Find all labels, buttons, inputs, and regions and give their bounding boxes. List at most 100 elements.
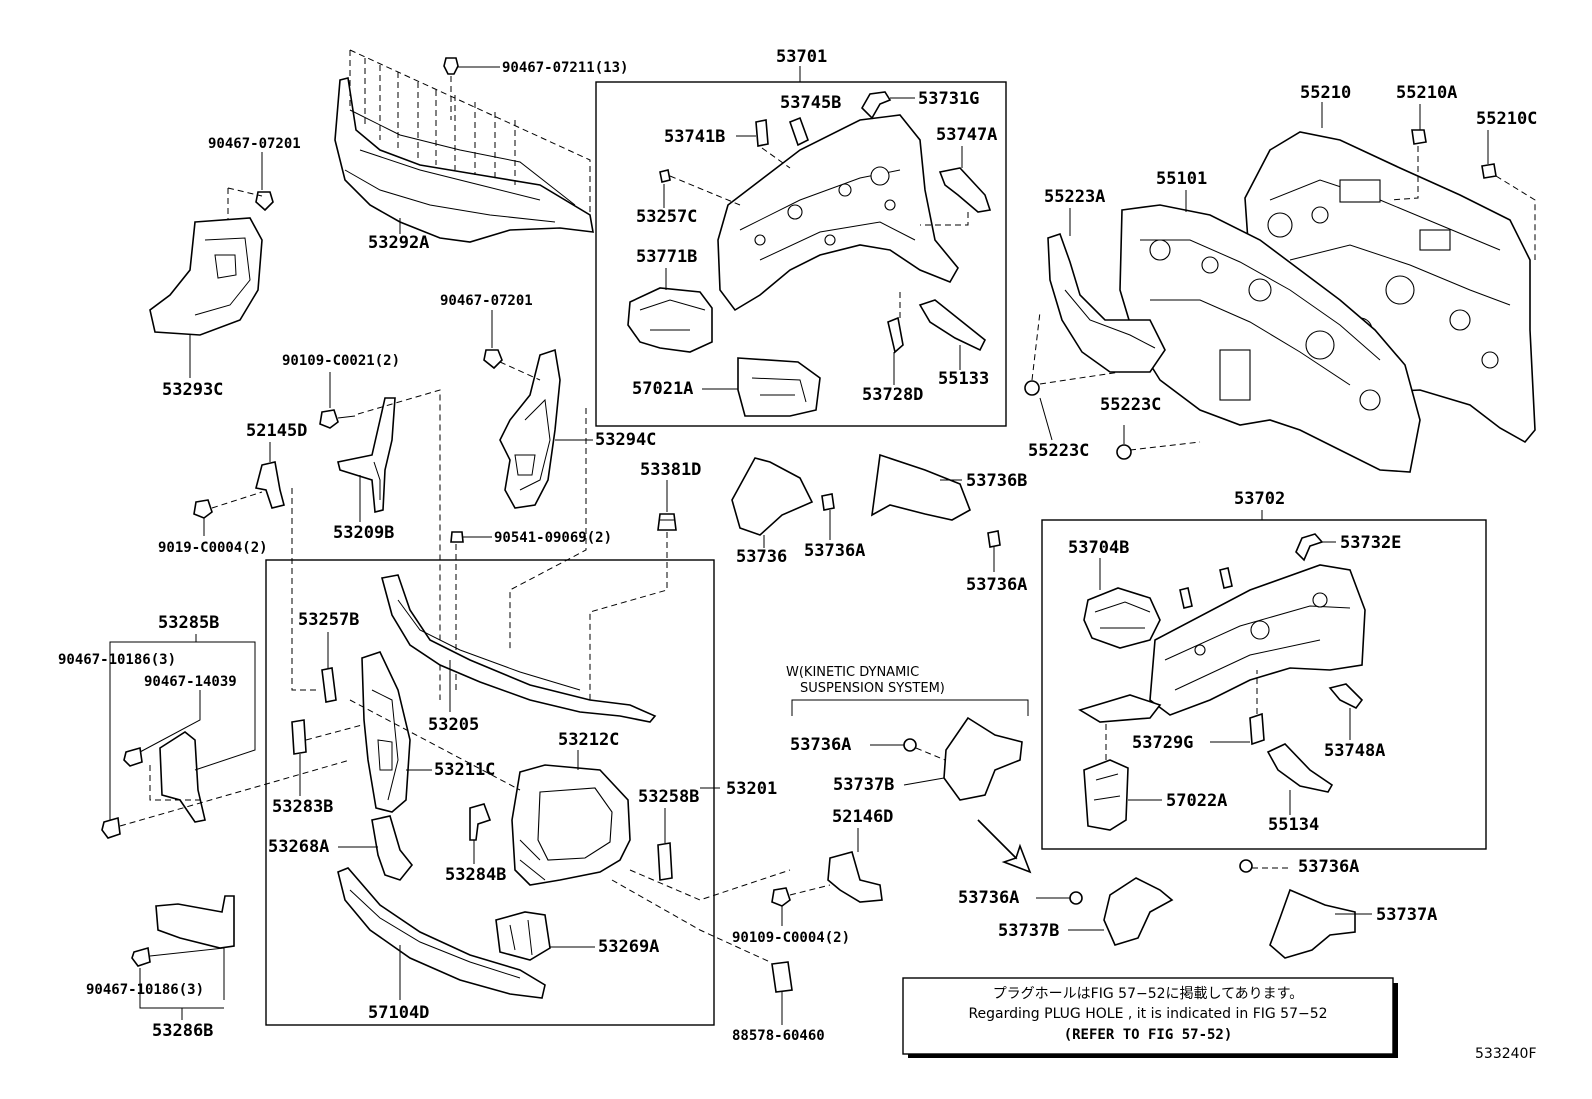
part-53284B <box>469 803 492 841</box>
part-55133 <box>918 299 987 370</box>
clip-55210C <box>1481 163 1497 179</box>
dashed-guide-55223C-b <box>1129 441 1201 451</box>
label-53704B: 53704B <box>1068 538 1129 558</box>
label-53737B-1: 53737B <box>833 775 894 795</box>
label-53736: 53736 <box>736 547 787 567</box>
dashed-guide-53747A <box>920 212 969 226</box>
label-52146D: 52146D <box>832 807 893 827</box>
label-53285B: 53285B <box>158 613 219 633</box>
label-53205: 53205 <box>428 715 479 735</box>
label-53283B: 53283B <box>272 797 333 817</box>
label-90467-07201-b: 90467-07201 <box>440 293 533 309</box>
label-90467-07201-a: 90467-07201 <box>208 136 301 152</box>
part-53209B <box>337 397 396 514</box>
part-53381D <box>589 480 677 700</box>
label-53737A: 53737A <box>1376 905 1437 925</box>
part-53729G <box>1210 670 1265 746</box>
part-53732E <box>1295 533 1336 562</box>
part-53294C <box>499 348 561 509</box>
part-57022A <box>1083 720 1162 831</box>
label-53701: 53701 <box>776 47 827 67</box>
part-53736A-3 <box>870 738 946 761</box>
bolt-90467-07211 <box>443 57 500 120</box>
part-53702-apron <box>1078 564 1366 723</box>
label-53736A-3: 53736A <box>790 735 851 755</box>
part-53748A <box>1328 683 1364 740</box>
leader-53286B <box>139 968 224 1020</box>
label-53741B: 53741B <box>664 127 725 147</box>
part-57021A <box>737 357 821 417</box>
label-53771B: 53771B <box>636 247 697 267</box>
label-53209B: 53209B <box>333 523 394 543</box>
part-53293C <box>149 217 263 336</box>
label-53292A: 53292A <box>368 233 429 253</box>
part-55101 <box>1119 204 1421 473</box>
arrow-indicator <box>977 819 1032 874</box>
part-55223A <box>1047 232 1166 373</box>
label-53381D: 53381D <box>640 460 701 480</box>
label-53268A: 53268A <box>268 837 329 857</box>
label-53732E: 53732E <box>1340 533 1401 553</box>
leader-90467-14039 <box>139 690 201 753</box>
figure-code: 533240F <box>1475 1046 1537 1062</box>
label-53736A-4: 53736A <box>958 888 1019 908</box>
label-55101: 55101 <box>1156 169 1207 189</box>
clip-55223C-a <box>1024 380 1053 441</box>
label-53736A-2: 53736A <box>966 575 1027 595</box>
label-53728D: 53728D <box>862 385 923 405</box>
label-53745B: 53745B <box>780 93 841 113</box>
label-55134: 55134 <box>1268 815 1319 835</box>
label-53747A: 53747A <box>936 125 997 145</box>
label-53737B-2: 53737B <box>998 921 1059 941</box>
label-90467-07211: 90467-07211(13) <box>502 60 628 76</box>
label-55210C: 55210C <box>1476 109 1537 129</box>
part-53702-brackets <box>1179 567 1233 609</box>
part-53292A <box>334 77 594 243</box>
label-53284B: 53284B <box>445 865 506 885</box>
label-53258B: 53258B <box>638 787 699 807</box>
group-box-53702 <box>1041 519 1487 850</box>
part-53737B-1 <box>943 716 1023 801</box>
note-box-shadow-right <box>1393 983 1398 1058</box>
condition-line2: SUSPENSION SYSTEM) <box>800 681 945 696</box>
condition-bracket <box>791 699 1029 716</box>
dashed-guide-88578 <box>611 879 771 963</box>
part-52146D <box>827 851 883 903</box>
label-53736B: 53736B <box>966 471 1027 491</box>
condition-line1: W(KINETIC DYNAMIC <box>786 665 919 680</box>
dashed-guide-53294C <box>509 408 587 650</box>
part-53745B <box>788 116 809 147</box>
part-53737A <box>1269 888 1372 959</box>
label-53736A-5: 53736A <box>1298 857 1359 877</box>
note-english: Regarding PLUG HOLE , it is indicated in… <box>968 1006 1327 1022</box>
label-53702: 53702 <box>1234 489 1285 509</box>
clip-55223C-b <box>1116 425 1132 460</box>
label-53736A-1: 53736A <box>804 541 865 561</box>
note-reference: (REFER TO FIG 57-52) <box>1064 1027 1233 1043</box>
label-52145D: 52145D <box>246 421 307 441</box>
label-57104D: 57104D <box>368 1003 429 1023</box>
dashed-guide-52145D <box>291 488 316 691</box>
label-55133: 55133 <box>938 369 989 389</box>
part-53286B <box>155 895 235 949</box>
label-53729G: 53729G <box>1132 733 1193 753</box>
leader-90467-10186-b <box>149 947 225 1000</box>
label-55210A: 55210A <box>1396 83 1457 103</box>
part-53211C <box>361 651 411 813</box>
label-90467-14039: 90467-14039 <box>144 674 237 690</box>
leader-53737B-1 <box>903 777 945 786</box>
dashed-guide-53209B <box>357 389 441 700</box>
part-53704B <box>1083 587 1161 649</box>
label-55210: 55210 <box>1300 83 1351 103</box>
label-55223A: 55223A <box>1044 187 1105 207</box>
part-53268A <box>371 815 414 881</box>
dashed-guides-53292A <box>349 49 591 215</box>
label-9019-C0004: 9019-C0004(2) <box>158 540 268 556</box>
dashed-guide-53283B <box>305 724 363 741</box>
label-90109-C0004: 90109-C0004(2) <box>732 930 850 946</box>
clip-90467-14039 <box>123 746 143 767</box>
label-55223C-a: 55223C <box>1028 441 1089 461</box>
label-55223C-b: 55223C <box>1100 395 1161 415</box>
clip-90467-10186-a <box>101 816 121 839</box>
label-90467-10186-b: 90467-10186(3) <box>86 982 204 998</box>
